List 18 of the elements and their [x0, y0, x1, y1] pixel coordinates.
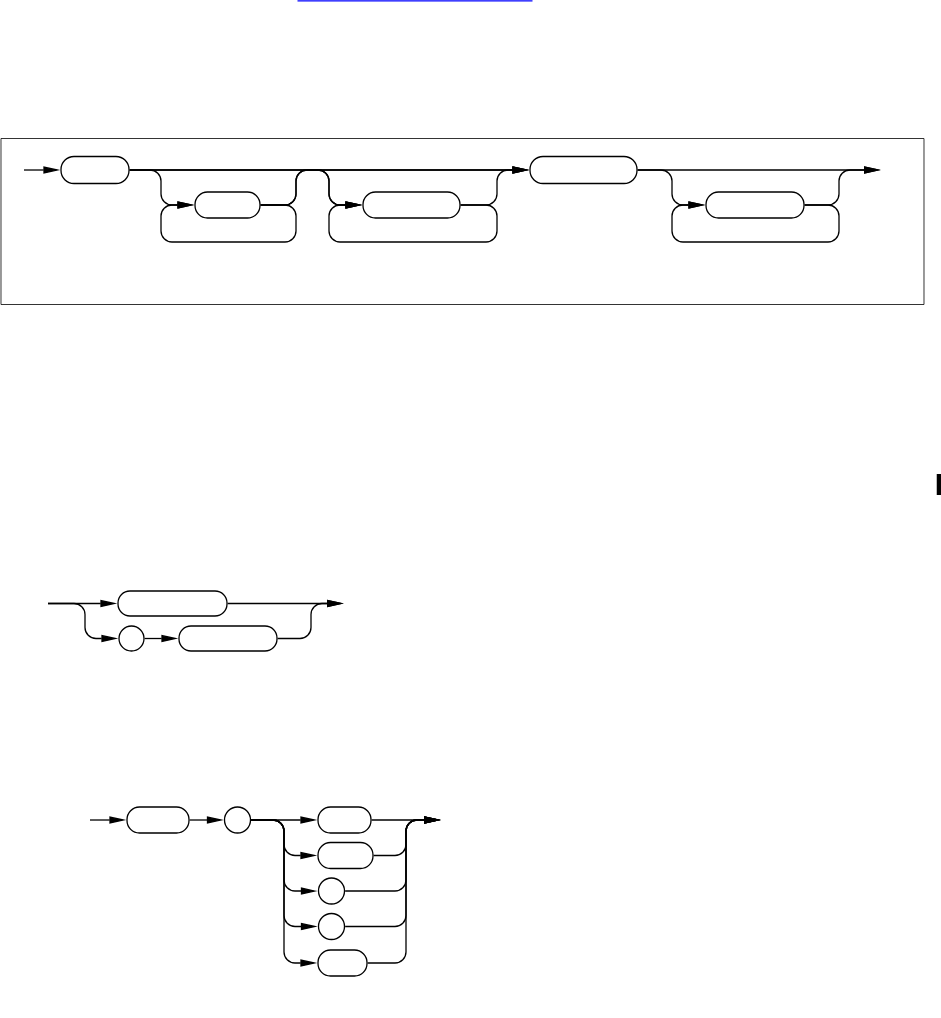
rounded-box [117, 590, 228, 617]
rounded-box [194, 191, 261, 219]
circle [317, 912, 346, 941]
rounded-box [362, 191, 461, 219]
rounded-box [60, 155, 130, 185]
arrow [160, 201, 297, 243]
rounded-box [317, 949, 368, 977]
arrow [328, 201, 498, 243]
circle [118, 625, 145, 652]
circle [223, 806, 252, 834]
rounded-box [317, 806, 372, 834]
circle [317, 877, 346, 905]
rounded-box [529, 155, 638, 185]
arrow [671, 201, 840, 243]
rounded-box [705, 191, 805, 219]
rounded-box [126, 806, 190, 834]
rounded-box [178, 625, 278, 652]
rounded-box [317, 841, 374, 870]
